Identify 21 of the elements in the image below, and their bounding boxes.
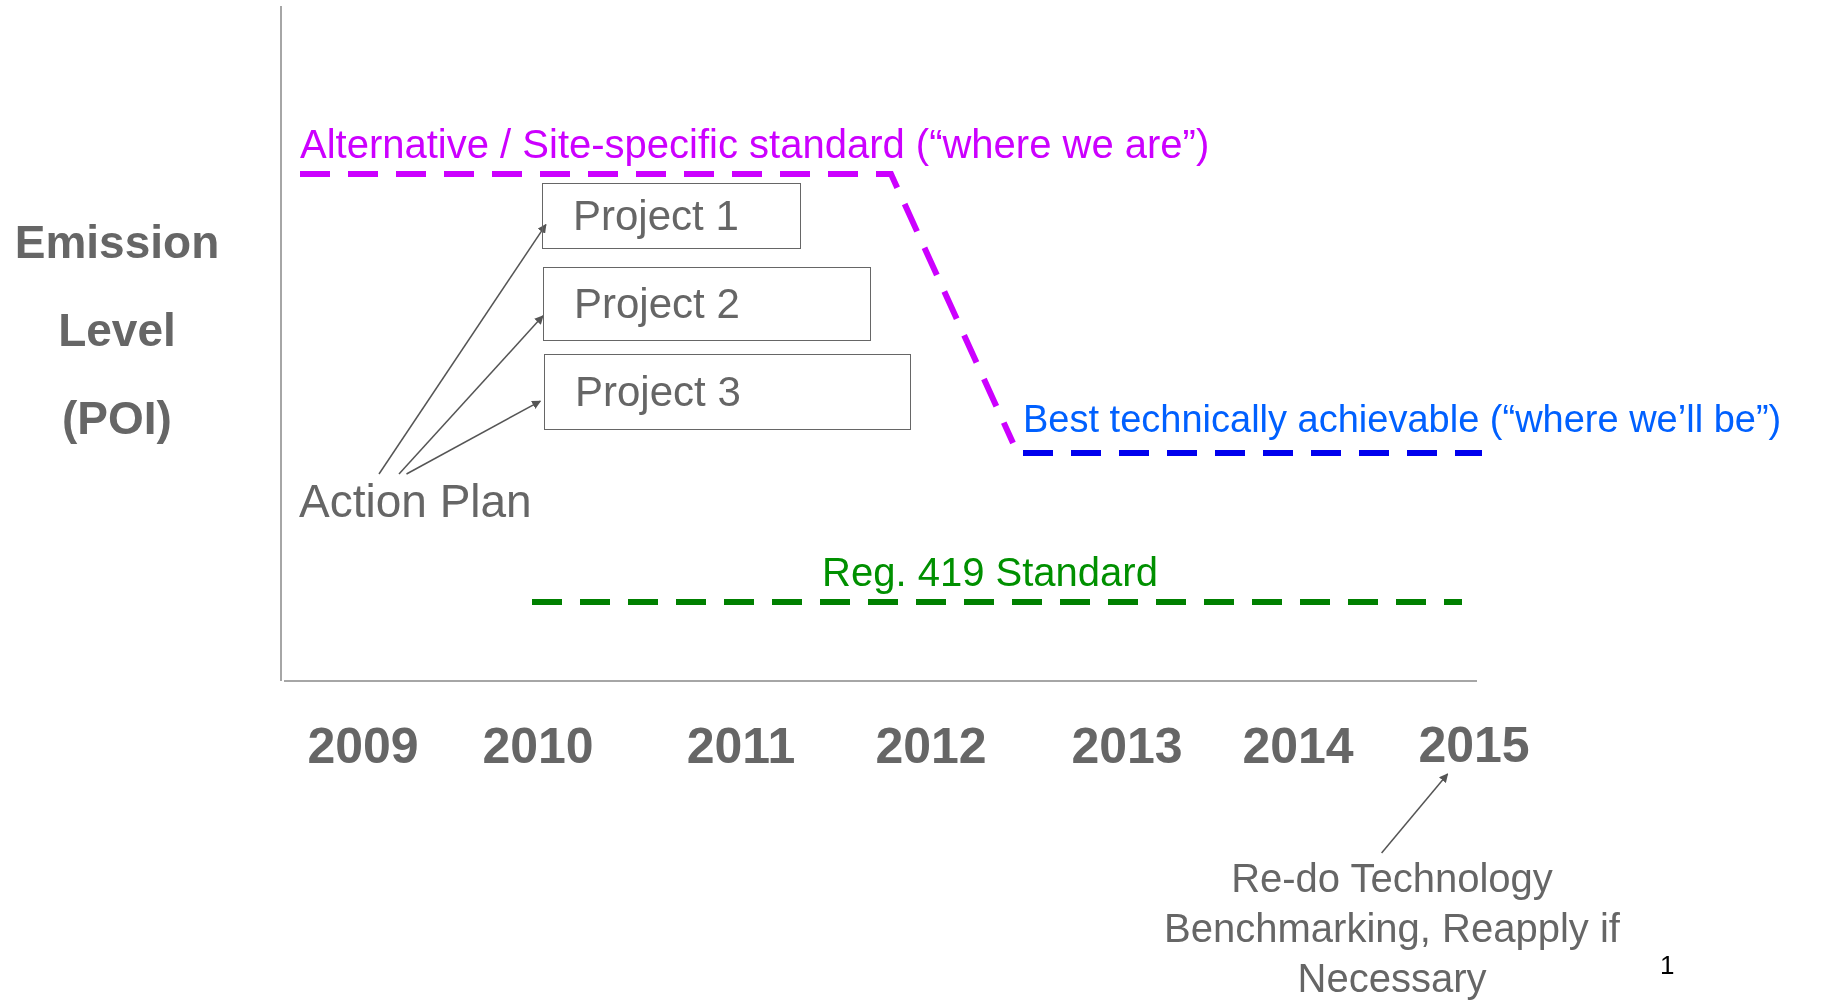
year-label: 2009 [306,717,420,776]
year-label: 2013 [1070,717,1184,776]
project-box: Project 1 [542,183,801,249]
year-label: 2012 [874,717,988,776]
arrow [405,400,542,475]
project-box: Project 2 [543,267,871,341]
year-label: 2015 [1414,716,1534,774]
line-label: Best technically achievable (“where we’ll be”) [1023,397,1782,442]
arrow [1380,773,1449,854]
arrow [398,315,544,475]
year-label: 2010 [481,717,595,776]
action-plan-label: Action Plan [299,474,549,528]
year-label: 2011 [685,717,797,776]
note-text: Re-do Technology Benchmarking, Reapply if Necessary [1132,853,1652,1001]
arrow [378,223,547,475]
project-box: Project 3 [544,354,911,430]
page-number: 1 [1660,950,1675,981]
axis-title: Emission Level (POI) [13,215,221,446]
line-label: Alternative / Site-specific standard (“where we are”) [300,121,1210,168]
year-label: 2014 [1241,717,1355,776]
line-label: Reg. 419 Standard [821,549,1159,596]
